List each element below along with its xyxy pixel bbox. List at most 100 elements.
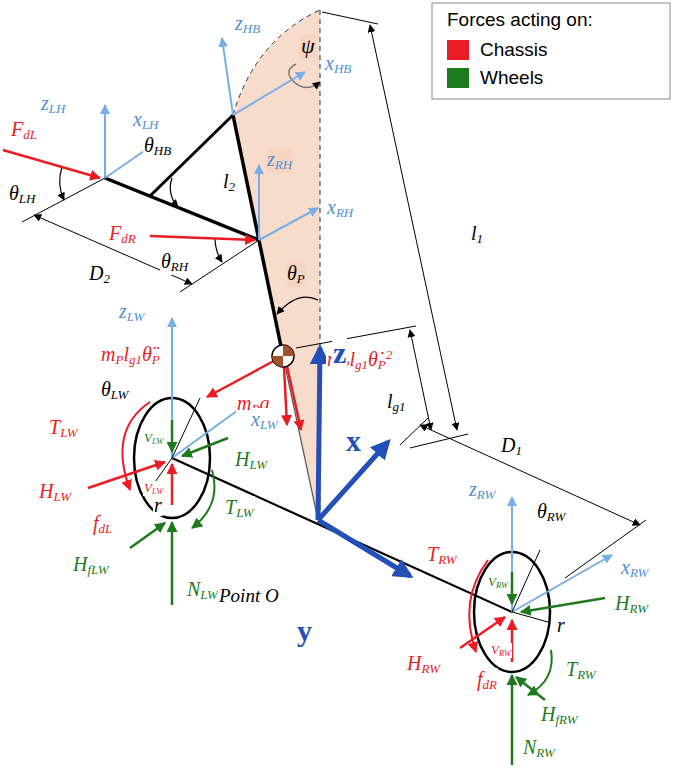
symbol-label: VRW [490,643,512,658]
text-part: RW [421,661,440,676]
text-part: H [407,652,421,674]
symbol-label: TLW [48,416,79,441]
text-part: x [251,408,260,430]
text-part: m [101,343,115,365]
label-slot: VRW [490,640,512,658]
text-part: T [225,496,236,518]
symbol-label: HLW [38,480,72,505]
text-part: H [73,553,87,575]
label-slot: Point O [218,586,280,607]
label-slot: xHB [324,52,352,77]
region-boundary [233,10,320,115]
axis-label: x [345,424,362,457]
text-part: 2 [229,179,236,194]
axis-arrow [233,72,305,115]
label-slot: l2 [222,170,236,195]
text-part: RH [171,259,188,274]
text-part: l [223,170,229,192]
text-part: H [39,480,53,502]
text-part: f [477,668,483,690]
axle [172,458,512,612]
text-part: dR [121,231,135,246]
force-arrow [287,366,301,430]
symbol-label: l2 [222,170,236,195]
label-slot: lg1 [386,390,407,415]
text-part: RH [275,157,292,172]
force-arrow [516,677,545,700]
label-slot: VLW [143,428,164,446]
text-part: z [41,92,49,114]
symbol-label: TRW [426,543,458,568]
symbol-label: zLH [40,92,66,117]
symbol-label: HfRW [540,703,579,728]
label-slot: HRW [406,652,441,677]
force-arrow [207,356,283,397]
label-slot: x [345,424,362,457]
symbol-label: HLW [234,448,268,473]
label-slot: Forces acting on: [446,10,594,31]
text-part: z [469,478,477,500]
label-slot: TLW [48,416,79,441]
dimension-line [420,425,640,525]
label-slot: θLH [8,182,36,207]
label-slot: zRH [266,148,293,173]
com-quadrant [283,345,294,356]
text-part: HB [154,143,171,158]
text-part: Point O [219,585,279,606]
symbol-label: xRW [620,556,649,581]
text-part: F [11,118,23,140]
label-slot: FdL [10,118,38,143]
symbol-label: HRW [614,592,649,617]
extension-line [400,418,428,445]
legend-text: Chassis [479,40,549,61]
symbol-label: mPlg1θ̈P [100,343,161,368]
label-slot: NLW [186,578,219,603]
legend-text: Wheels [479,68,544,89]
label-slot: D1 [500,434,523,459]
symbol-label: θLH [8,182,36,207]
force-arrow [130,523,165,548]
center-of-mass [272,345,294,367]
text-part: 2 [386,347,393,362]
text-part: F [109,222,121,244]
text-part: LW [53,489,71,504]
label-slot: r [556,614,566,636]
torque-arrow [192,470,215,528]
text-part: V [144,480,152,495]
symbol-label: VRW [487,575,509,590]
symbol-label: D1 [500,434,523,459]
com-quadrant [272,356,283,367]
pole-line [283,356,318,520]
label-slot: l1 [470,222,484,247]
text-part: x [327,196,336,218]
text-part: x [621,556,630,578]
handle-link [150,115,233,196]
text-part: V [491,642,499,657]
angle-arc [215,238,222,262]
text-part: fLW [87,562,108,577]
chassis-region [233,10,320,520]
symbol-label: xHB [324,52,352,77]
text-part: LW [127,309,145,324]
text-part: θ̈ [142,343,152,365]
label-slot: zLH [40,92,66,117]
force-arrow [171,464,174,505]
text-part: D [89,262,103,284]
text-part: z [235,12,243,34]
symbol-label: zRH [266,148,293,173]
text-part: LW [260,417,278,432]
label-slot: HLW [234,448,268,473]
text-part: θ [287,262,297,284]
text-part: LW [236,505,254,520]
extension-line [322,12,378,24]
text-part: θ̇ [368,348,378,370]
axis-arrow [511,497,513,612]
text-part: P [115,352,123,367]
axis-arrow [104,105,106,178]
label-slot: zLW [118,300,145,325]
label-slot: θHB [143,134,172,159]
text-part: H [615,592,629,614]
label-slot: θRH [160,250,189,275]
symbol-label: TLW [224,496,255,521]
axis-arrow [512,555,612,612]
